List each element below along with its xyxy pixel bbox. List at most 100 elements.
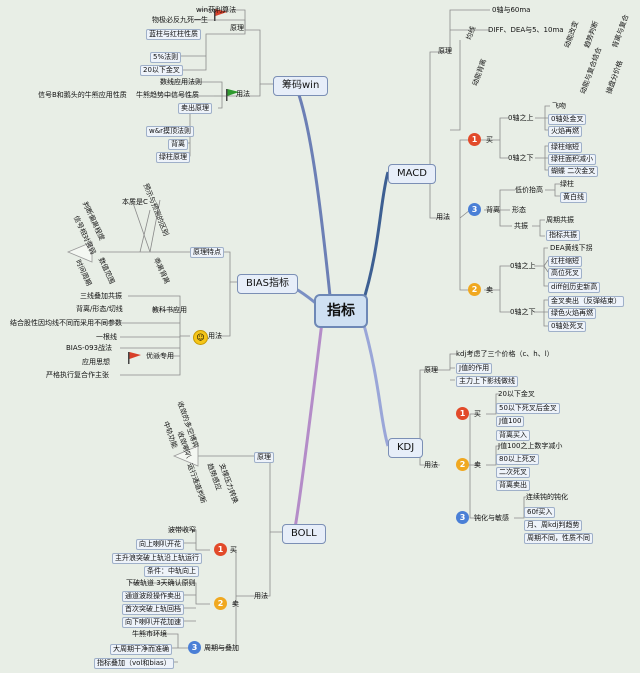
bias-yange[interactable]: 严格执行复合作主张 xyxy=(46,371,109,379)
macd-r1b[interactable]: DIFF、DEA与5、10ma xyxy=(488,26,564,34)
macd-xingtai[interactable]: 形态 xyxy=(512,206,526,214)
macd-below[interactable]: 0轴之下 xyxy=(508,154,534,162)
chouma-hongzhu[interactable]: 蓝柱与红柱性质 xyxy=(146,29,201,40)
chouma-maichu[interactable]: 卖出原理 xyxy=(178,103,212,114)
macd-dijia[interactable]: 低价抬高 xyxy=(515,186,543,194)
macd-b2[interactable]: 绿柱面积减小 xyxy=(548,154,596,165)
boll-z2[interactable]: 大周期干净而准确 xyxy=(110,644,172,655)
chouma-niushi[interactable]: 牛熊趋势中信号性质 xyxy=(136,91,199,99)
branch-boll[interactable]: BOLL xyxy=(282,524,326,544)
macd-beili[interactable]: 背离 xyxy=(486,206,500,214)
branch-chouma[interactable]: 筹码win xyxy=(273,76,329,96)
macd-b1[interactable]: 绿柱缩短 xyxy=(548,142,582,153)
chouma-5pct[interactable]: 5%法则 xyxy=(150,52,182,63)
bias-jiaoke[interactable]: 教科书应用 xyxy=(152,306,187,314)
chouma-20[interactable]: 20以下金叉 xyxy=(140,65,183,76)
boll-m4[interactable]: 条件：中轨向上 xyxy=(144,566,199,577)
kdj-r2[interactable]: J值的作用 xyxy=(456,363,493,374)
boll-m2[interactable]: 向上喇叭开花 xyxy=(136,539,184,550)
kdj-dun[interactable]: 钝化与敏感 xyxy=(474,514,509,522)
chouma-shuxian[interactable]: 数线应用法则 xyxy=(160,78,202,86)
kdj-yuanli[interactable]: 原理 xyxy=(424,366,438,374)
boll-z1[interactable]: 牛熊市环境 xyxy=(132,630,167,638)
boll-s1[interactable]: 下破轨道 3天确认原则 xyxy=(126,579,196,587)
macd-sa1[interactable]: 红柱缩短 xyxy=(548,256,582,267)
bias-beili[interactable]: 背离/形态/切线 xyxy=(76,305,123,313)
macd-sb3[interactable]: 0轴处死叉 xyxy=(548,321,587,332)
branch-macd[interactable]: MACD xyxy=(388,164,436,184)
kdj-s3[interactable]: 二次死叉 xyxy=(496,467,530,478)
macd-b3[interactable]: 蝴蝶 二次金叉 xyxy=(548,166,599,177)
macd-maichu[interactable]: 卖 xyxy=(486,286,493,294)
boll-mai2[interactable]: 卖 xyxy=(232,600,239,608)
kdj-d4[interactable]: 周期不同，性质不同 xyxy=(524,533,593,544)
chouma-luzhu[interactable]: 绿柱原理 xyxy=(156,152,190,163)
macd-above[interactable]: 0轴之上 xyxy=(508,114,534,122)
central-topic[interactable]: 指标 xyxy=(314,294,368,328)
chouma-sibei[interactable]: 物极必反九死一生 xyxy=(152,16,208,24)
branch-bias[interactable]: BIAS指标 xyxy=(237,274,298,294)
bias-yigen[interactable]: 一根线 xyxy=(96,333,117,341)
kdj-r1[interactable]: kdj考虑了三个价格（c、h、l） xyxy=(456,350,554,358)
macd-sa3[interactable]: diff创历史新高 xyxy=(548,282,601,293)
boll-yuanli[interactable]: 原理 xyxy=(254,452,274,463)
kdj-mai[interactable]: 买 xyxy=(474,410,481,418)
macd-r1a[interactable]: 0轴与60ma xyxy=(492,6,531,14)
bias-sanxian[interactable]: 三线叠加共振 xyxy=(80,292,122,300)
macd-a1[interactable]: 飞吻 xyxy=(552,102,566,110)
boll-yongfa[interactable]: 用法 xyxy=(254,592,268,600)
macd-a2[interactable]: 0轴处金叉 xyxy=(548,114,587,125)
macd-gongzhen[interactable]: 共振 xyxy=(514,222,528,230)
kdj-m3[interactable]: J值100 xyxy=(496,416,525,427)
kdj-d1[interactable]: 连续钝的钝化 xyxy=(526,493,568,501)
chouma-yongfa[interactable]: 用法 xyxy=(236,90,250,98)
macd-yuanli[interactable]: 原理 xyxy=(438,47,452,55)
bias-093[interactable]: BIAS-093战法 xyxy=(66,344,112,352)
kdj-m1[interactable]: 20以下金叉 xyxy=(498,390,535,398)
boll-mai[interactable]: 买 xyxy=(230,546,237,554)
macd-sabove[interactable]: 0轴之上 xyxy=(510,262,536,270)
macd-a3[interactable]: 火焰再燃 xyxy=(548,126,582,137)
kdj-d2[interactable]: 60f买入 xyxy=(524,507,556,518)
kdj-m4[interactable]: 背离买入 xyxy=(496,430,530,441)
number-2-icon: 2 xyxy=(456,458,469,471)
chouma-xinhao[interactable]: 信号B和鹅头的牛熊应用性质 xyxy=(38,91,127,99)
macd-sa2[interactable]: 高位死叉 xyxy=(548,268,582,279)
bias-yongfa[interactable]: 用法 xyxy=(208,332,222,340)
boll-m1[interactable]: 波带收窄 xyxy=(168,526,196,534)
chouma-win[interactable]: win获利算法 xyxy=(196,6,237,14)
boll-m3[interactable]: 主升浪突破上轨沿上轨运行 xyxy=(112,553,202,564)
kdj-d3[interactable]: 月、周kdj判趋势 xyxy=(524,520,583,531)
chouma-yuanli[interactable]: 原理 xyxy=(230,24,244,32)
bias-youpai[interactable]: 优派专用 xyxy=(146,352,174,360)
kdj-mai2[interactable]: 卖 xyxy=(474,461,481,469)
boll-s3[interactable]: 首次突破上轨回档 xyxy=(122,604,184,615)
boll-s4[interactable]: 向下喇叭开花加速 xyxy=(122,617,184,628)
boll-z3[interactable]: 指标叠加（vol和bias） xyxy=(94,658,174,669)
macd-sbelow[interactable]: 0轴之下 xyxy=(510,308,536,316)
chouma-wr[interactable]: w&r摸顶法则 xyxy=(146,126,195,137)
kdj-s4[interactable]: 背离卖出 xyxy=(496,480,530,491)
bias-yuanli[interactable]: 原理特点 xyxy=(190,247,224,258)
chouma-beili[interactable]: 背离 xyxy=(168,139,188,150)
macd-d2[interactable]: 黄白线 xyxy=(560,192,587,203)
kdj-m2[interactable]: 50以下死叉后金叉 xyxy=(496,403,560,414)
kdj-s2[interactable]: 80以上死叉 xyxy=(496,454,539,465)
bias-jiehe[interactable]: 结合股性因均线不同而采用不同参数 xyxy=(10,319,122,327)
branch-kdj[interactable]: KDJ xyxy=(388,438,424,458)
macd-sa0[interactable]: DEA黄线下拐 xyxy=(550,244,593,252)
bias-benzhi[interactable]: 本质是C xyxy=(122,198,148,206)
macd-sb2[interactable]: 绿色火焰再燃 xyxy=(548,308,596,319)
macd-yongfa[interactable]: 用法 xyxy=(436,213,450,221)
macd-sb1[interactable]: 金叉卖出（反弹结束） xyxy=(548,296,624,307)
boll-zhouqi[interactable]: 周期与叠加 xyxy=(204,644,239,652)
macd-g2[interactable]: 指标共振 xyxy=(546,230,580,241)
kdj-s1[interactable]: J值100之上数字减小 xyxy=(498,442,563,450)
kdj-yongfa[interactable]: 用法 xyxy=(424,461,438,469)
macd-d1[interactable]: 绿柱 xyxy=(560,180,574,188)
bias-sixiang[interactable]: 应用思想 xyxy=(82,358,110,366)
macd-g1[interactable]: 周期共振 xyxy=(546,216,574,224)
kdj-r3[interactable]: 主力上下影线做线 xyxy=(456,376,518,387)
boll-s2[interactable]: 通道波段操作卖出 xyxy=(122,591,184,602)
macd-mai[interactable]: 买 xyxy=(486,136,493,144)
